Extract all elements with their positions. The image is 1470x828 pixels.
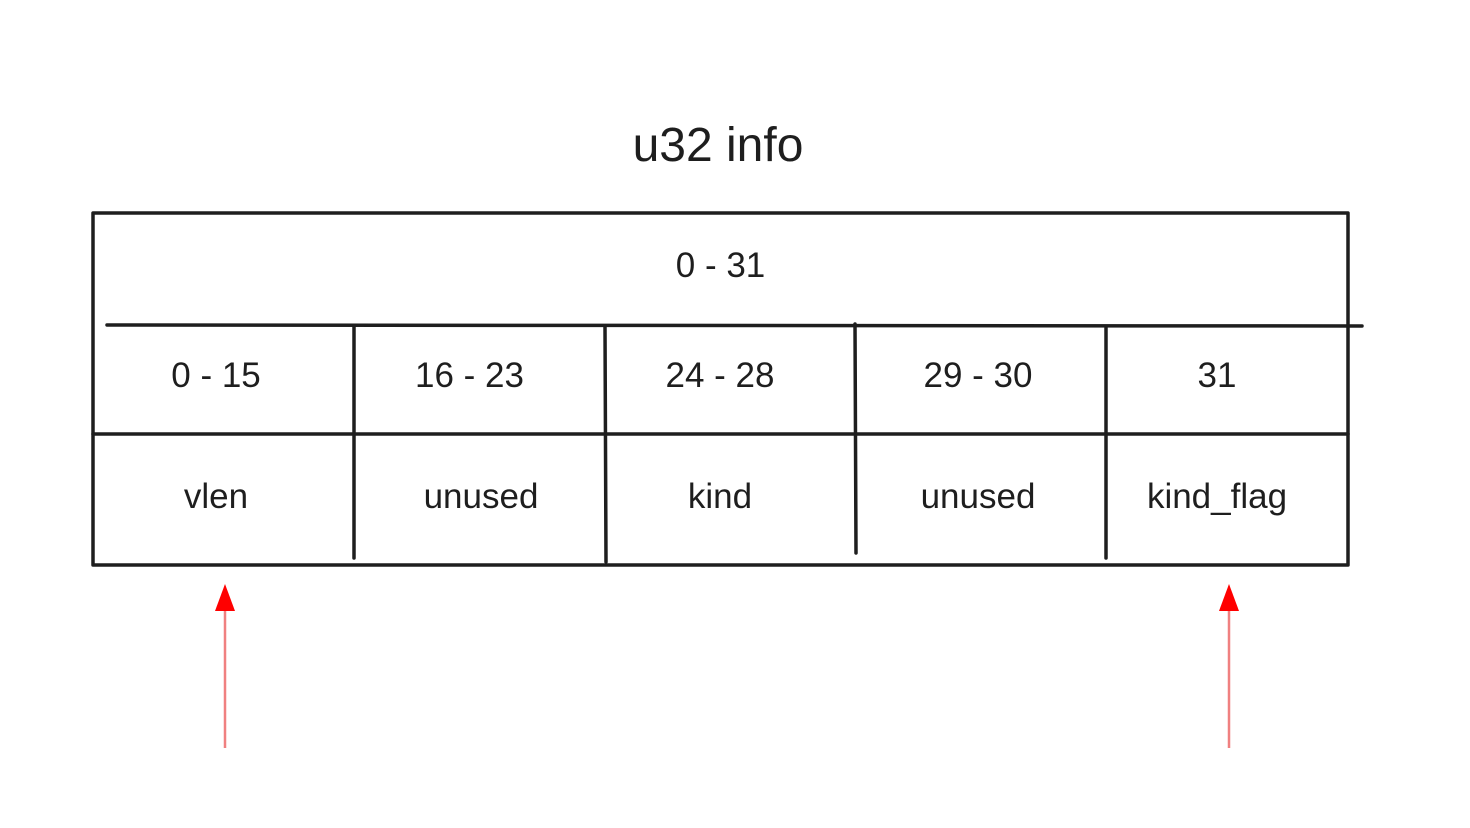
field-bits-kind-flag: 31: [1197, 356, 1237, 395]
column-divider-3: [853, 322, 858, 555]
field-bits-unused-1: 16 - 23: [415, 356, 524, 395]
field-bits-vlen: 0 - 15: [171, 356, 261, 395]
field-name-unused-1: unused: [423, 477, 539, 516]
total-bits-label: 0 - 31: [675, 246, 766, 285]
column-divider-2: [603, 325, 608, 564]
field-name-kind-flag: kind_flag: [1146, 477, 1288, 516]
field-bits-kind: 24 - 28: [665, 356, 775, 395]
header-divider: [105, 323, 1364, 328]
diagram-title: u32 info: [632, 119, 804, 172]
field-name-kind: kind: [687, 477, 753, 516]
outer-box: [91, 211, 1350, 567]
field-name-unused-2: unused: [920, 477, 1036, 516]
vlen-arrow: [215, 584, 235, 748]
kind-flag-arrow: [1219, 584, 1239, 748]
field-bits-unused-2: 29 - 30: [923, 356, 1033, 395]
field-name-vlen: vlen: [183, 477, 249, 516]
